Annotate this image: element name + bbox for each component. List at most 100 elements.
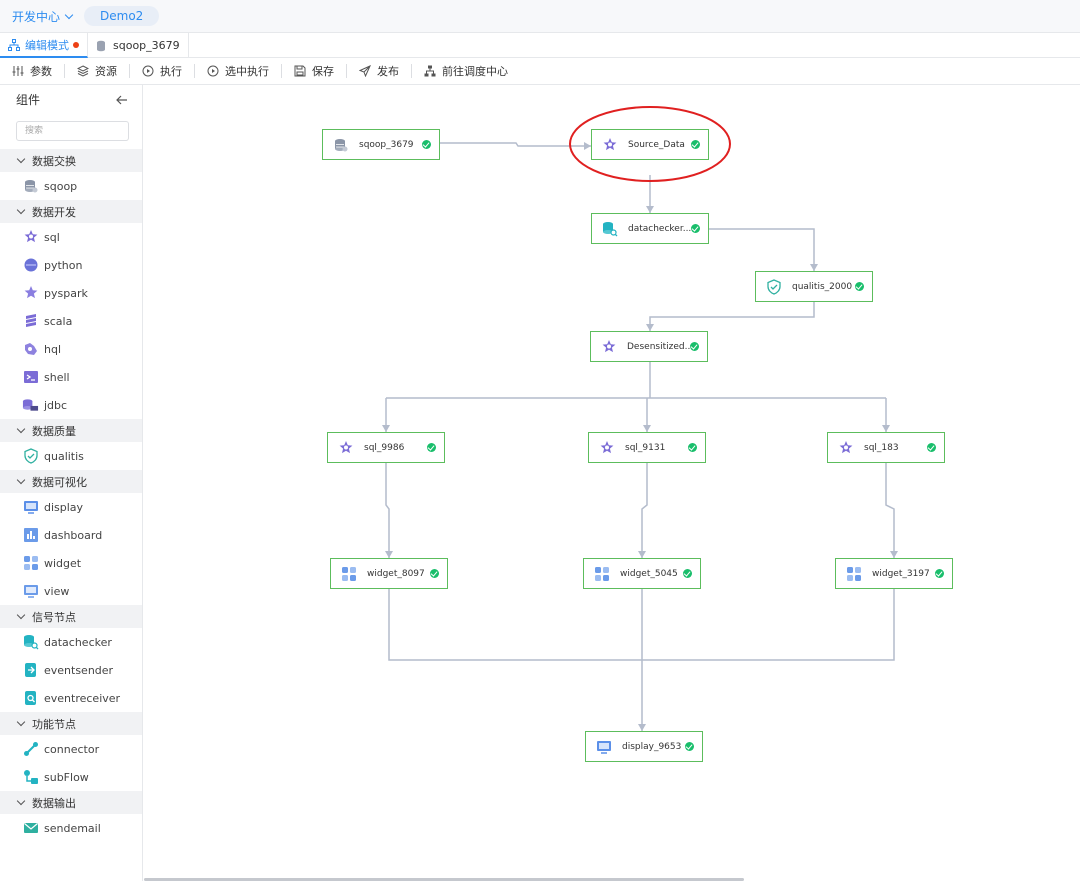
edge-arrow (882, 425, 890, 432)
component-item-qualitis[interactable]: qualitis (0, 442, 142, 470)
success-check-icon (430, 569, 439, 578)
component-label: widget (44, 556, 82, 570)
sqoop-icon (333, 137, 349, 153)
component-item-eventreceiver[interactable]: eventreceiver (0, 684, 142, 712)
component-item-jdbc[interactable]: jdbc (0, 391, 142, 419)
component-item-datachecker[interactable]: datachecker (0, 628, 142, 656)
component-item-scala[interactable]: scala (0, 307, 142, 335)
node-label: sql_183 (864, 442, 899, 453)
run-button[interactable]: 执行 (130, 64, 195, 78)
params-button[interactable]: 参数 (0, 64, 65, 78)
org-tree-icon (424, 65, 436, 77)
chevron-down-icon (16, 475, 26, 484)
success-check-icon (685, 742, 694, 751)
flow-node-qualitis_2000[interactable]: qualitis_2000 (755, 271, 873, 302)
category-header[interactable]: 数据可视化 (0, 470, 142, 493)
tab-sqoop[interactable]: sqoop_3679 (88, 33, 189, 58)
flow-edge (641, 463, 648, 558)
component-item-dashboard[interactable]: dashboard (0, 521, 142, 549)
category-label: 信号节点 (32, 610, 76, 624)
success-check-icon (422, 140, 431, 149)
app-switcher[interactable]: 开发中心 (12, 8, 74, 25)
component-label: eventsender (44, 663, 114, 677)
flow-node-sqoop_3679[interactable]: sqoop_3679 (322, 129, 440, 160)
category-header[interactable]: 数据输出 (0, 791, 142, 814)
workflow-canvas[interactable]: sqoop_3679 Source_Data datachecker... quali… (144, 85, 1080, 881)
component-item-python[interactable]: python (0, 251, 142, 279)
chevron-down-icon (16, 796, 26, 805)
success-check-icon (427, 443, 436, 452)
flow-node-datachecker[interactable]: datachecker... (591, 213, 709, 244)
component-item-sql[interactable]: sql (0, 223, 142, 251)
flow-node-widget_8097[interactable]: widget_8097 (330, 558, 448, 589)
widget-icon (22, 555, 39, 572)
python-icon (22, 257, 39, 274)
eventreceiver-icon (22, 690, 39, 707)
component-item-hql[interactable]: hql (0, 335, 142, 363)
component-label: shell (44, 370, 70, 384)
component-item-connector[interactable]: connector (0, 735, 142, 763)
flow-node-widget_3197[interactable]: widget_3197 (835, 558, 953, 589)
edge-arrow (646, 324, 654, 331)
publish-button[interactable]: 发布 (347, 64, 412, 78)
component-item-sqoop[interactable]: sqoop (0, 172, 142, 200)
edge-arrow (646, 206, 654, 213)
layers-icon (77, 65, 89, 77)
category-header[interactable]: 功能节点 (0, 712, 142, 735)
category-header[interactable]: 数据开发 (0, 200, 142, 223)
canvas-scrollbar[interactable] (144, 878, 744, 881)
chevron-down-icon (16, 154, 26, 163)
pyspark-icon (22, 285, 39, 302)
display-icon (22, 499, 39, 516)
sqoop-icon (22, 178, 39, 195)
flow-node-desensitized[interactable]: Desensitized... (590, 331, 708, 362)
sql-icon (22, 229, 39, 246)
database-icon (97, 40, 105, 51)
tab-edit-mode[interactable]: 编辑模式 (0, 33, 88, 58)
success-check-icon (691, 224, 700, 233)
component-search-input[interactable] (16, 121, 129, 141)
flow-node-sql_9986[interactable]: sql_9986 (327, 432, 445, 463)
category-label: 数据开发 (32, 205, 76, 219)
sql-icon (601, 339, 617, 355)
success-check-icon (688, 443, 697, 452)
tab-label: 编辑模式 (25, 38, 69, 52)
chevron-down-icon (16, 205, 26, 214)
edge-arrow (643, 425, 651, 432)
sidebar-title: 组件 (16, 93, 41, 107)
run-selected-button[interactable]: 选中执行 (195, 64, 282, 78)
flow-node-sql_9131[interactable]: sql_9131 (588, 432, 706, 463)
node-label: datachecker... (628, 223, 691, 234)
resources-button[interactable]: 资源 (65, 64, 130, 78)
component-label: datachecker (44, 635, 112, 649)
flow-node-display_9653[interactable]: display_9653 (585, 731, 703, 762)
sql-icon (599, 440, 615, 456)
category-header[interactable]: 数据质量 (0, 419, 142, 442)
component-item-sendemail[interactable]: sendemail (0, 814, 142, 842)
play-circle-icon (142, 65, 154, 77)
flow-node-source_data[interactable]: Source_Data (591, 129, 709, 160)
component-item-view[interactable]: view (0, 577, 142, 605)
component-label: qualitis (44, 449, 84, 463)
scala-icon (22, 313, 39, 330)
arrow-left-icon[interactable] (116, 95, 128, 105)
widget-icon (341, 566, 357, 582)
flow-node-widget_5045[interactable]: widget_5045 (583, 558, 701, 589)
success-check-icon (683, 569, 692, 578)
flow-node-sql_183[interactable]: sql_183 (827, 432, 945, 463)
component-item-widget[interactable]: widget (0, 549, 142, 577)
category-header[interactable]: 数据交换 (0, 149, 142, 172)
project-pill[interactable]: Demo2 (84, 6, 160, 26)
chevron-down-icon (64, 10, 74, 19)
send-icon (359, 65, 371, 77)
component-item-shell[interactable]: shell (0, 363, 142, 391)
component-item-subflow[interactable]: subFlow (0, 763, 142, 791)
component-item-eventsender[interactable]: eventsender (0, 656, 142, 684)
save-button[interactable]: 保存 (282, 64, 347, 78)
category-header[interactable]: 信号节点 (0, 605, 142, 628)
chevron-down-icon (16, 424, 26, 433)
success-check-icon (690, 342, 699, 351)
component-item-display[interactable]: display (0, 493, 142, 521)
component-item-pyspark[interactable]: pyspark (0, 279, 142, 307)
scheduler-button[interactable]: 前往调度中心 (412, 64, 520, 78)
